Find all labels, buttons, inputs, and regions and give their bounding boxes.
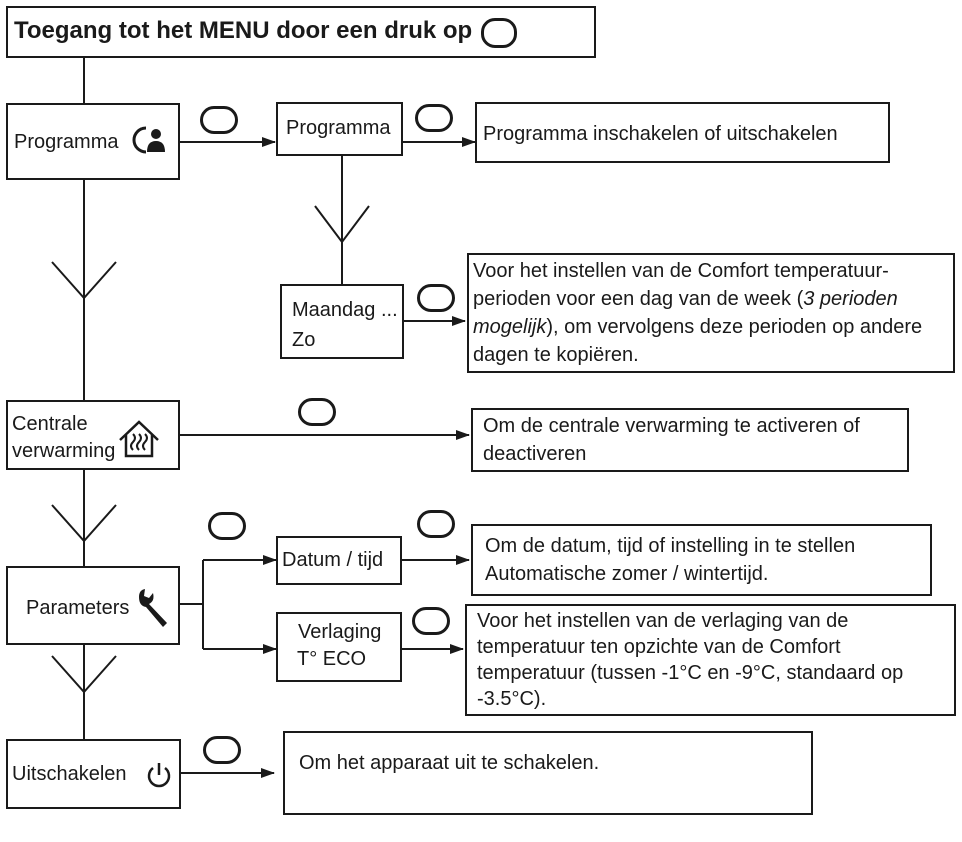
- maandag-label-line1: Maandag ...: [292, 299, 398, 321]
- verlaging-label-line1: Verlaging: [298, 621, 382, 643]
- centrale-description-line1: Om de centrale verwarming te activeren o…: [483, 415, 860, 437]
- oval-button-icon: [200, 106, 238, 134]
- verlaging-eco-box[interactable]: [276, 612, 402, 682]
- oval-button-icon: [415, 104, 453, 132]
- centrale-label-line1: Centrale: [12, 413, 88, 435]
- programma-menu-box[interactable]: [6, 103, 180, 180]
- uitschakelen-description-text: Om het apparaat uit te schakelen.: [299, 752, 600, 774]
- maandag-description-italic: 3 perioden: [803, 288, 898, 310]
- programma-sub-label: Programma: [286, 117, 391, 139]
- parameters-menu-box[interactable]: [6, 566, 180, 645]
- oval-button-icon: [208, 512, 246, 540]
- verlaging-label-line2: T° ECO: [297, 648, 367, 670]
- verlaging-description-line1: Voor het instellen van de verlaging van …: [477, 610, 849, 632]
- parameters-menu-label: Parameters: [26, 597, 130, 619]
- datum-description-line1: Om de datum, tijd of instelling in te st…: [485, 535, 856, 557]
- uitschakelen-menu-box[interactable]: [6, 739, 181, 809]
- centrale-description: Om de centrale verwarming te activeren o…: [471, 408, 909, 472]
- verlaging-description-line3: temperatuur (tussen -1°C en -9°C, standa…: [477, 662, 904, 684]
- maandag-description-line4: dagen te kopiëren.: [473, 344, 639, 366]
- maandag-description-line1: Voor het instellen van de Comfort temper…: [473, 260, 889, 282]
- uitschakelen-description: Om het apparaat uit te schakelen.: [283, 731, 813, 815]
- datum-description: Om de datum, tijd of instelling in te st…: [471, 524, 932, 596]
- maandag-label-line2: Zo: [292, 329, 316, 351]
- datum-tijd-box[interactable]: [276, 536, 402, 585]
- verlaging-description: Voor het instellen van de verlaging van …: [465, 604, 956, 716]
- oval-button-icon: [417, 284, 455, 312]
- house-heating-icon: [119, 420, 159, 458]
- title-text: Toegang tot het MENU door een druk op: [14, 17, 473, 44]
- datum-tijd-label: Datum / tijd: [282, 549, 384, 571]
- oval-button-icon: [417, 510, 455, 538]
- wrench-icon: [139, 589, 167, 627]
- verlaging-description-line4: -3.5°C).: [477, 688, 547, 710]
- programma-description-text: Programma inschakelen of uitschakelen: [483, 123, 838, 145]
- centrale-label-line2: verwarming: [12, 440, 116, 462]
- programme-clock-person-icon: [132, 126, 165, 154]
- power-icon: [147, 763, 171, 788]
- oval-button-icon: [481, 18, 517, 48]
- down-chevron: [51, 261, 117, 300]
- down-chevron: [51, 655, 117, 694]
- oval-button-icon: [298, 398, 336, 426]
- maandag-description: Voor het instellen van de Comfort temper…: [467, 253, 955, 373]
- down-chevron: [314, 205, 370, 244]
- maandag-description-line2: perioden voor een dag van de week (3 per…: [473, 288, 898, 310]
- datum-description-line2: Automatische zomer / wintertijd.: [485, 563, 769, 585]
- centrale-description-line2: deactiveren: [483, 443, 587, 465]
- title-box: [6, 6, 596, 58]
- uitschakelen-menu-label: Uitschakelen: [12, 763, 127, 785]
- centrale-verwarming-menu-box[interactable]: [6, 400, 180, 470]
- maandag-description-line3: mogelijk), om vervolgens deze perioden o…: [473, 316, 923, 338]
- oval-button-icon: [203, 736, 241, 764]
- programma-description: Programma inschakelen of uitschakelen: [475, 102, 890, 163]
- verlaging-description-line2: temperatuur ten opzichte van de Comfort: [477, 636, 841, 658]
- down-chevron: [51, 504, 117, 543]
- programma-menu-label: Programma: [14, 131, 119, 153]
- oval-button-icon: [412, 607, 450, 635]
- maandag-zo-box[interactable]: [280, 284, 404, 359]
- programma-sub-box[interactable]: [276, 102, 403, 156]
